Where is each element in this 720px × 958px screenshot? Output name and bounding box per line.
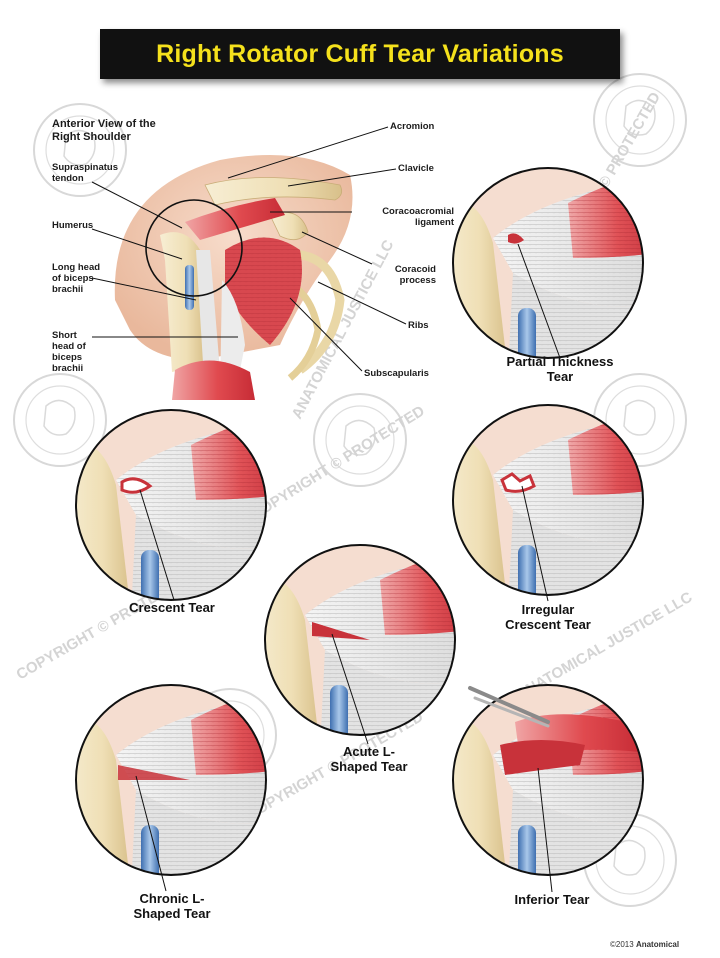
tear-view-irregular <box>452 404 644 596</box>
forceps-icon <box>468 686 550 724</box>
label-coracoacromial-ligament: Coracoacromial ligament <box>382 206 454 228</box>
tear-view-partial <box>452 167 644 359</box>
leader-lines <box>91 126 561 893</box>
view-title: Anterior View of the Right Shoulder <box>52 118 156 143</box>
tear-view-crescent <box>75 409 267 601</box>
label-coracoid-process: Coracoid process <box>394 264 436 286</box>
label-subscapularis: Subscapularis <box>364 368 429 379</box>
main-shoulder-illustration <box>114 155 353 400</box>
label-irregular-crescent-tear: Irregular Crescent Tear <box>505 602 591 632</box>
label-short-head-biceps: Short head of biceps brachii <box>52 330 86 374</box>
tear-view-chronic <box>75 684 267 876</box>
label-partial-thickness-tear: Partial Thickness Tear <box>506 354 614 384</box>
label-inferior-tear: Inferior Tear <box>514 892 590 907</box>
page-title: Right Rotator Cuff Tear Variations <box>156 39 564 68</box>
label-humerus: Humerus <box>52 220 94 231</box>
label-acromion: Acromion <box>390 121 435 132</box>
label-chronic-l-shaped-tear: Chronic L-Shaped Tear <box>133 891 211 921</box>
tear-view-inferior <box>452 684 644 876</box>
label-ribs: Ribs <box>408 320 429 331</box>
credit-year: ©2013 <box>610 940 634 949</box>
label-clavicle: Clavicle <box>398 163 434 174</box>
label-acute-l-shaped-tear: Acute L-Shaped Tear <box>330 744 408 774</box>
label-crescent-tear: Crescent Tear <box>129 600 215 615</box>
tear-view-acute <box>264 544 456 736</box>
credit-company: Anatomical <box>635 940 680 949</box>
credit-line: ©2013 Anatomical <box>610 940 679 949</box>
label-long-head-biceps: Long head of biceps brachii <box>52 262 101 295</box>
label-supraspinatus: Supraspinatus tendon <box>52 162 118 184</box>
title-banner: Right Rotator Cuff Tear Variations <box>100 29 620 79</box>
